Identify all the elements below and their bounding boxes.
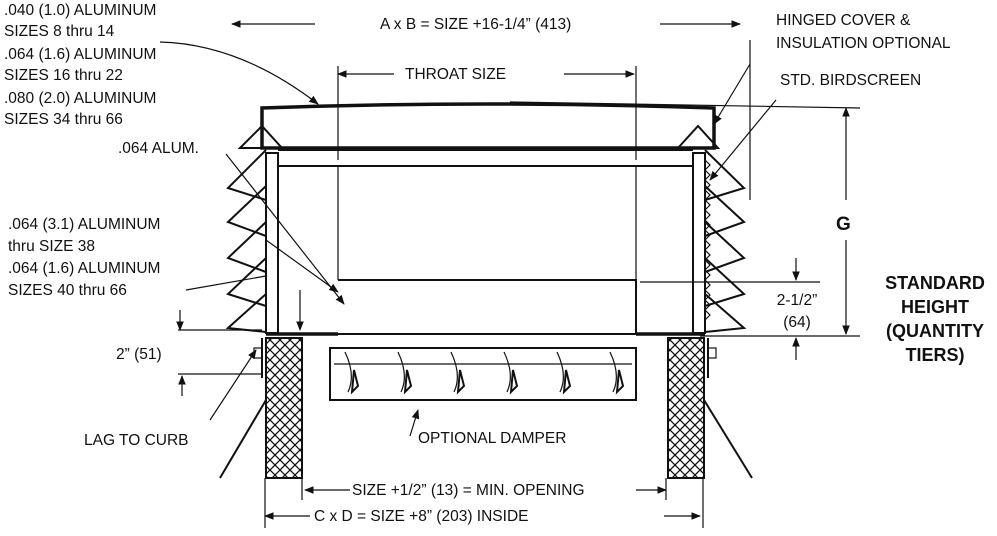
flange-dimension-label: 2” (51) bbox=[116, 346, 162, 363]
birdscreen-label: STD. BIRDSCREEN bbox=[780, 72, 922, 89]
spec-label-line6: SIZES 34 thru 66 bbox=[4, 111, 123, 128]
alum-064-label: .064 ALUM. bbox=[118, 140, 199, 157]
spec-label-line2: SIZES 8 thru 14 bbox=[4, 23, 115, 40]
tier-height-label-line1: 2-1/2” bbox=[776, 292, 818, 309]
throat-size-label: THROAT SIZE bbox=[405, 66, 507, 83]
spec-label-line1: .040 (1.0) ALUMINUM bbox=[4, 2, 157, 19]
optional-damper-label: OPTIONAL DAMPER bbox=[418, 430, 567, 447]
throat-housing bbox=[266, 166, 705, 336]
hood-posts bbox=[237, 124, 721, 334]
standard-height-line2: HEIGHT bbox=[900, 297, 969, 317]
g-dimension-label: G bbox=[836, 214, 851, 235]
standard-height-line3: (QUANTITY bbox=[886, 321, 984, 341]
left-louvers bbox=[225, 149, 267, 333]
spec-label-line4: SIZES 16 thru 22 bbox=[4, 67, 123, 84]
spec-label-line3: .064 (1.6) ALUMINUM bbox=[4, 46, 157, 63]
alum-label-line3: .064 (1.6) ALUMINUM bbox=[8, 260, 161, 277]
right-louvers bbox=[704, 149, 747, 333]
standard-height-line1: STANDARD bbox=[885, 273, 985, 293]
hinged-cover-label-line2: INSULATION OPTIONAL bbox=[776, 35, 951, 52]
alum-label-line1: .064 (3.1) ALUMINUM bbox=[8, 216, 161, 233]
tier-height-label-line2: (64) bbox=[783, 314, 811, 331]
leader-lines bbox=[159, 20, 861, 528]
top-cover bbox=[260, 102, 716, 150]
right-curb bbox=[667, 337, 753, 479]
hinged-cover-label-line1: HINGED COVER & bbox=[776, 12, 911, 29]
inner-hood bbox=[278, 149, 693, 280]
alum-label-line2: thru SIZE 38 bbox=[8, 238, 96, 255]
damper-assembly bbox=[329, 347, 637, 401]
axb-dimension-label: A x B = SIZE +16-1/4” (413) bbox=[380, 16, 572, 33]
left-curb bbox=[219, 337, 303, 479]
cxd-dimension-label: C x D = SIZE +8” (203) INSIDE bbox=[314, 508, 529, 525]
spec-label-line5: .080 (2.0) ALUMINUM bbox=[4, 90, 157, 107]
min-opening-label: SIZE +1/2” (13) = MIN. OPENING bbox=[352, 482, 585, 499]
alum-label-line4: SIZES 40 thru 66 bbox=[8, 282, 127, 299]
standard-height-line4: TIERS) bbox=[905, 345, 965, 365]
birdscreen-mesh bbox=[704, 159, 711, 321]
lag-to-curb-label: LAG TO CURB bbox=[84, 432, 189, 449]
